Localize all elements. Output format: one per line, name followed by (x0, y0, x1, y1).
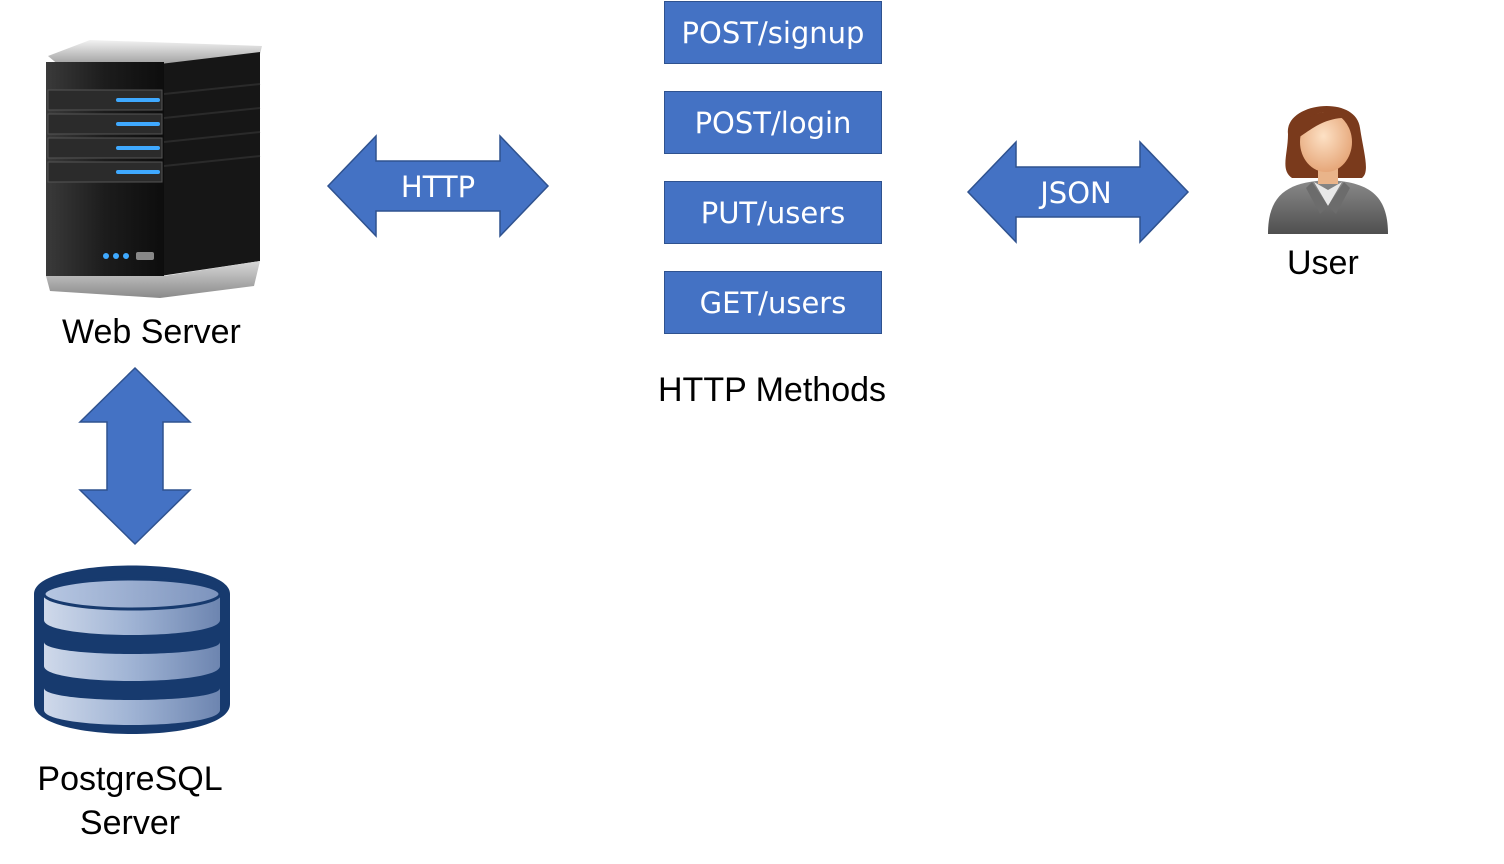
json-arrow-label: JSON (1038, 176, 1111, 210)
user-label: User (1287, 244, 1359, 282)
user-avatar-icon (1262, 94, 1402, 236)
method-box-get-users: GET/users (664, 271, 882, 334)
http-double-arrow: HTTP (326, 134, 550, 238)
method-box-put-users: PUT/users (664, 181, 882, 244)
web-server-label: Web Server (62, 313, 241, 351)
database-label-line2: Server (79, 803, 181, 842)
method-box-post-signup: POST/signup (664, 1, 882, 64)
method-box-post-login: POST/login (664, 91, 882, 154)
vertical-double-arrow (78, 366, 192, 546)
json-double-arrow: JSON (966, 140, 1190, 244)
database-label-line1: PostgreSQL (37, 760, 223, 798)
http-arrow-label: HTTP (401, 170, 475, 204)
database-icon (30, 562, 234, 737)
http-methods-title: HTTP Methods (658, 371, 887, 409)
server-icon (40, 36, 265, 301)
database-label: PostgreSQL Server (30, 758, 230, 844)
